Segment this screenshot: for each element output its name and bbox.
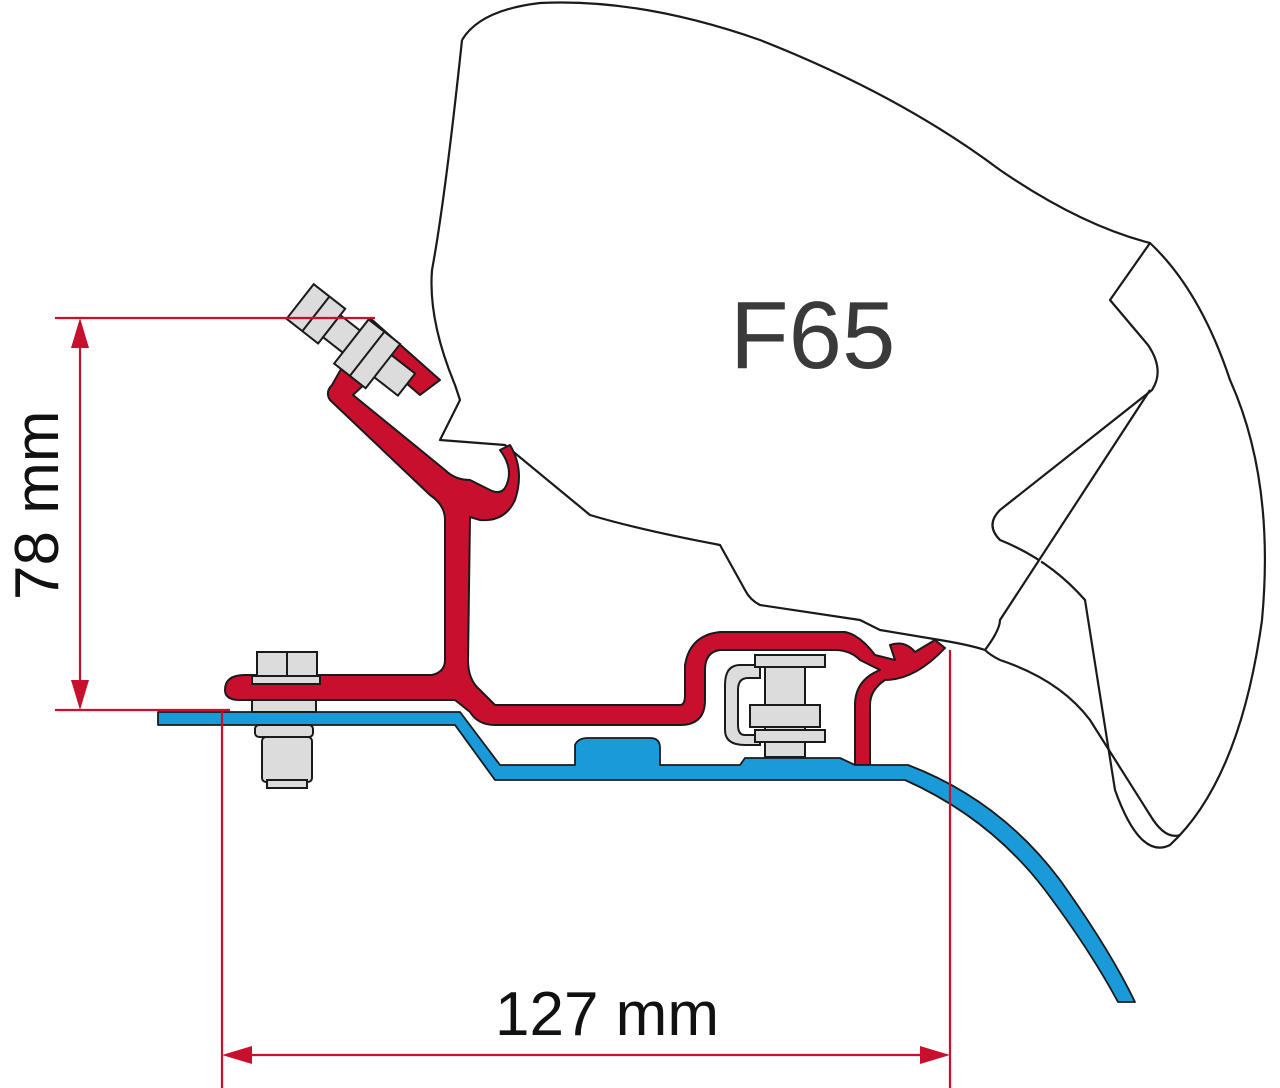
bolts <box>251 282 826 789</box>
dimension-lines <box>55 316 952 1088</box>
width-dimension-label: 127 mm <box>495 980 719 1049</box>
adapter-bracket <box>224 317 946 766</box>
rear-fixing-bolt <box>251 651 321 789</box>
vehicle-roof <box>157 711 1136 1003</box>
product-label: F65 <box>730 282 895 389</box>
height-dimension-label: 78 mm <box>3 411 72 600</box>
front-clamp-bolt <box>724 654 826 758</box>
upper-clamp-bolt <box>285 282 417 398</box>
awning-housing <box>430 1 1266 849</box>
